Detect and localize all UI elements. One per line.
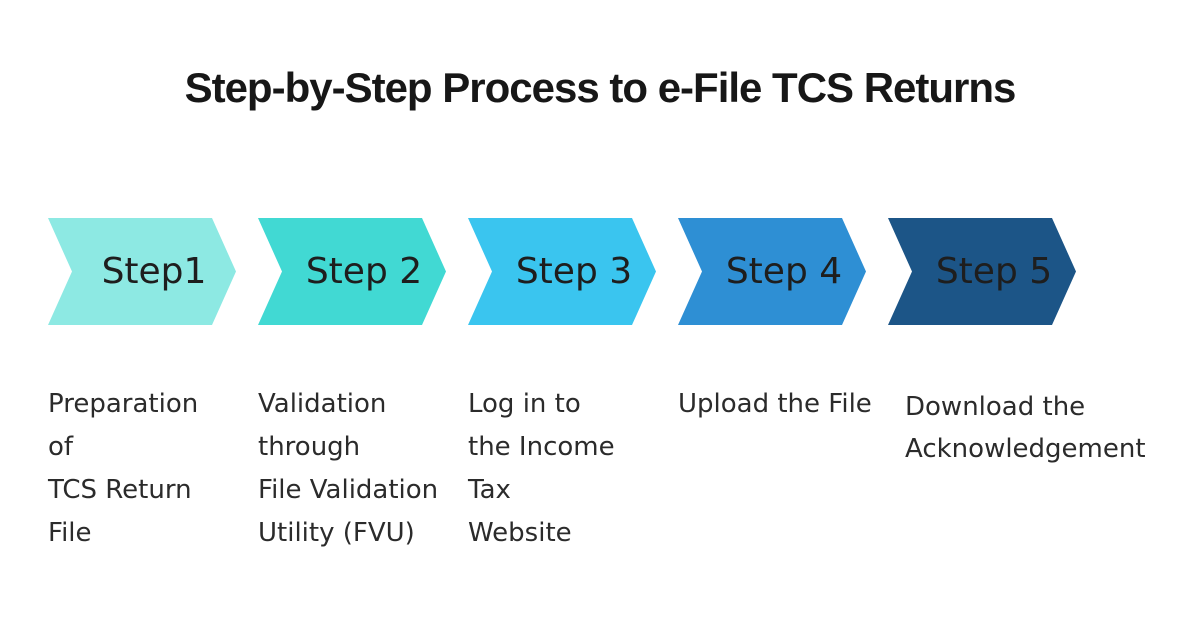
step-2-chevron-arrow: Step 2 [258,218,446,325]
step-4-label: Step 4 [725,251,843,292]
step-5-description: Download the Acknowledgement [905,392,1146,464]
step-1-label: Step1 [101,251,207,292]
step-group-2: Step 2 Validation through File Validatio… [258,218,446,555]
step-5-label: Step 5 [935,251,1053,292]
step-2-description: Validation through File Validation Utili… [258,389,439,548]
step-2-label: Step 2 [305,251,423,292]
step-1-description: Preparation of TCS Return File [48,389,199,548]
step-group-4: Step 4 Upload the File [678,218,872,426]
step-3-label: Step 3 [515,251,633,292]
page-title: Step-by-Step Process to e-File TCS Retur… [184,64,1017,111]
step-4-description: Upload the File [678,389,872,419]
step-1-chevron-arrow: Step1 [48,218,236,325]
step-3-chevron-arrow: Step 3 [468,218,656,325]
step-group-3: Step 3 Log in to the Income Tax Website [468,218,656,555]
step-group-5: Step 5 Download the Acknowledgement [888,218,1146,470]
step-group-1: Step1 Preparation of TCS Return File [48,218,236,555]
step-3-description: Log in to the Income Tax Website [468,389,615,548]
step-5-chevron-arrow: Step 5 [888,218,1076,325]
step-4-chevron-arrow: Step 4 [678,218,866,325]
